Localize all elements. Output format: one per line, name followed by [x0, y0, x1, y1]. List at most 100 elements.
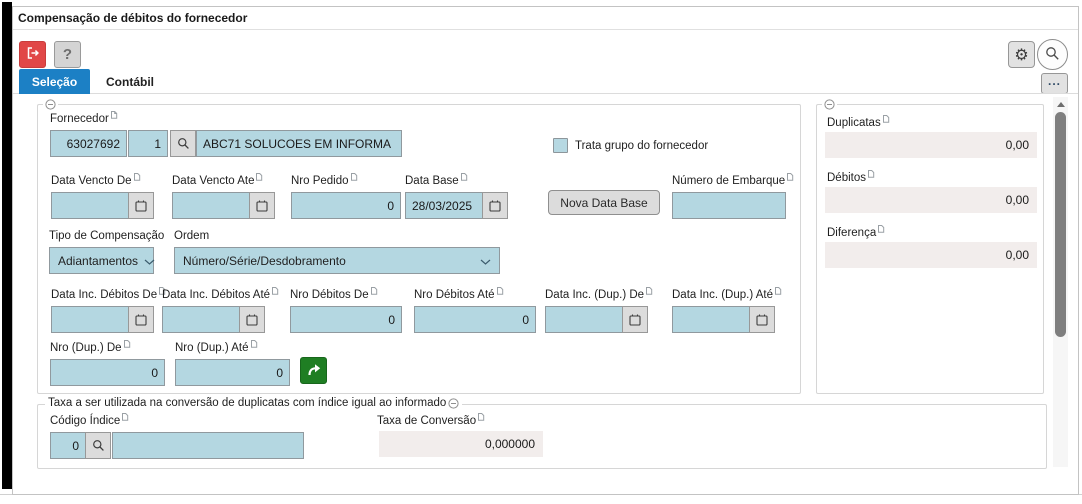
numero-embarque-label: Número de Embarque [672, 172, 794, 190]
fornecedor-name-input[interactable] [196, 130, 402, 157]
nro-debitos-de-input[interactable] [290, 306, 402, 333]
gear-icon: ⚙ [1014, 44, 1029, 64]
field-info-icon [121, 412, 129, 424]
duplicatas-label: Duplicatas [827, 114, 890, 132]
nro-dup-ate-input[interactable] [175, 359, 290, 386]
nro-dup-de-input[interactable] [50, 359, 165, 386]
settings-button[interactable]: ⚙ [1008, 41, 1035, 68]
diferenca-value: 0,00 [825, 242, 1037, 268]
help-button[interactable]: ? [54, 41, 81, 68]
taxa-legend: Taxa a ser utilizada na conversão de dup… [45, 397, 463, 409]
fornecedor-code-input[interactable] [50, 130, 127, 157]
fornecedor-store-input[interactable] [128, 130, 168, 157]
codigo-indice-input[interactable] [50, 432, 86, 459]
field-info-icon [645, 286, 653, 298]
data-inc-dup-de-input[interactable] [545, 306, 623, 333]
chevron-down-icon [480, 254, 491, 268]
tipo-compensacao-value: Adiantamentos [58, 253, 139, 268]
search-icon [1045, 46, 1060, 64]
collapse-icon[interactable] [448, 397, 460, 409]
data-vencto-ate-input[interactable] [172, 192, 250, 219]
data-base-label: Data Base [405, 172, 468, 190]
field-info-icon [123, 339, 131, 351]
collapse-icon[interactable] [43, 99, 58, 110]
data-base-input[interactable] [405, 192, 483, 219]
data-inc-dup-ate-label: Data Inc. (Dup.) Até [672, 286, 782, 304]
field-info-icon [774, 286, 782, 298]
field-info-icon [477, 412, 485, 424]
field-info-icon [460, 172, 468, 184]
debitos-value: 0,00 [825, 187, 1037, 213]
tab-contabil[interactable]: Contábil [106, 74, 154, 89]
selection-groupbox: Fornecedor Trata grupo do fornecedor Dat… [37, 99, 801, 394]
field-info-icon [882, 114, 890, 126]
collapse-icon[interactable] [822, 99, 837, 110]
execute-button[interactable] [300, 357, 327, 384]
debitos-label: Débitos [827, 169, 875, 187]
taxa-conversao-value: 0,000000 [379, 431, 543, 457]
data-inc-debitos-ate-input[interactable] [162, 306, 240, 333]
trata-grupo-checkbox[interactable] [553, 138, 568, 153]
field-info-icon [350, 172, 358, 184]
more-button[interactable]: ... [1041, 73, 1068, 94]
field-info-icon [370, 286, 378, 298]
data-inc-dup-ate-input[interactable] [672, 306, 750, 333]
tab-selecao[interactable]: Seleção [19, 69, 90, 94]
data-base-calendar-button[interactable] [482, 192, 508, 219]
ordem-value: Número/Série/Desdobramento [183, 253, 346, 268]
app-window: Compensação de débitos do fornecedor ? ⚙… [12, 6, 1079, 495]
data-inc-debitos-de-calendar-button[interactable] [128, 306, 154, 333]
data-inc-dup-de-calendar-button[interactable] [622, 306, 648, 333]
chevron-down-icon [144, 254, 155, 268]
nro-debitos-de-label: Nro Débitos De [290, 286, 378, 304]
tipo-compensacao-label: Tipo de Compensação [49, 230, 165, 242]
redirect-arrow-icon [306, 362, 322, 380]
nro-dup-ate-label: Nro (Dup.) Até [175, 340, 258, 357]
search-button[interactable] [1037, 39, 1068, 70]
scrollbar-up-arrow[interactable] [1053, 97, 1068, 111]
field-info-icon [110, 110, 118, 122]
data-inc-debitos-de-input[interactable] [51, 306, 129, 333]
codigo-indice-name-input[interactable] [112, 432, 304, 459]
field-info-icon [158, 286, 166, 298]
nova-data-base-button[interactable]: Nova Data Base [548, 190, 660, 215]
field-info-icon [877, 224, 885, 236]
fornecedor-search-button[interactable] [170, 130, 196, 157]
scrollbar-thumb[interactable] [1055, 112, 1066, 337]
data-inc-debitos-ate-calendar-button[interactable] [239, 306, 265, 333]
exit-icon [25, 45, 41, 64]
data-inc-debitos-ate-label: Data Inc. Débitos Até [162, 286, 279, 304]
exit-button[interactable] [19, 41, 46, 68]
nro-debitos-ate-label: Nro Débitos Até [414, 286, 504, 304]
nro-pedido-input[interactable] [291, 192, 401, 219]
data-vencto-de-input[interactable] [51, 192, 129, 219]
duplicatas-value: 0,00 [825, 132, 1037, 158]
data-vencto-de-calendar-button[interactable] [128, 192, 154, 219]
ordem-select[interactable]: Número/Série/Desdobramento [174, 247, 500, 274]
field-info-icon [867, 169, 875, 181]
field-info-icon [271, 286, 279, 298]
numero-embarque-input[interactable] [672, 192, 786, 219]
up-triangle-icon [1056, 101, 1065, 107]
codigo-indice-label: Código Índice [50, 412, 129, 430]
data-vencto-ate-calendar-button[interactable] [249, 192, 275, 219]
data-inc-debitos-de-label: Data Inc. Débitos De [51, 286, 166, 304]
taxa-groupbox: Taxa a ser utilizada na conversão de dup… [37, 397, 1047, 469]
codigo-indice-search-button[interactable] [85, 432, 111, 459]
data-vencto-ate-label: Data Vencto Ate [172, 173, 263, 190]
diferenca-label: Diferença [827, 224, 885, 242]
data-inc-dup-ate-calendar-button[interactable] [749, 306, 775, 333]
field-info-icon [496, 286, 504, 298]
fornecedor-label: Fornecedor [50, 110, 118, 128]
background-window-strip [2, 2, 12, 489]
data-vencto-de-label: Data Vencto De [51, 172, 141, 190]
ordem-label: Ordem [174, 230, 210, 242]
field-info-icon [133, 172, 141, 184]
nro-debitos-ate-input[interactable] [414, 306, 536, 333]
totals-groupbox: Duplicatas 0,00 Débitos 0,00 Diferença 0… [816, 99, 1044, 394]
field-info-icon [786, 172, 794, 184]
taxa-conversao-label: Taxa de Conversão [377, 412, 485, 430]
tipo-compensacao-select[interactable]: Adiantamentos [49, 247, 155, 274]
nro-dup-de-label: Nro (Dup.) De [50, 339, 131, 357]
